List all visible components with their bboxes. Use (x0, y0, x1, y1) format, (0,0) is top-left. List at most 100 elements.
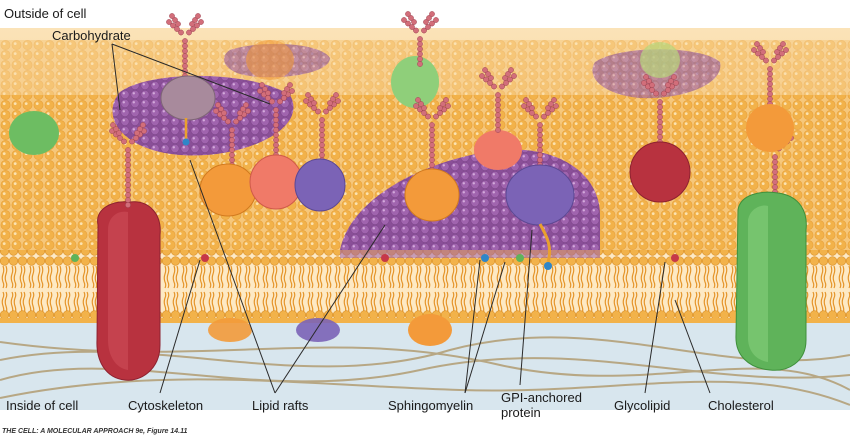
sugar-bead (213, 108, 219, 114)
label-cholesterol: Cholesterol (708, 398, 774, 413)
sugar-bead (495, 112, 501, 118)
sugar-bead (523, 97, 529, 103)
sugar-bead (215, 102, 221, 108)
sugar-bead (182, 58, 188, 64)
sugar-bead (771, 57, 777, 64)
sugar-bead (668, 78, 674, 84)
sugar-bead (495, 122, 501, 128)
sugar-bead (767, 71, 773, 77)
sugar-bead (545, 105, 551, 111)
sugar-bead (421, 27, 427, 34)
sugar-bead (429, 122, 435, 128)
sugar-bead (125, 162, 131, 168)
sugar-bead (405, 20, 411, 27)
sugar-bead (140, 122, 146, 128)
sugar-bead (229, 147, 235, 153)
sugar-bead (767, 96, 773, 102)
sugar-bead (182, 63, 188, 69)
sugar-bead (417, 56, 423, 62)
sugar-bead (311, 100, 317, 106)
leader-lines (111, 43, 711, 394)
sugar-bead (646, 78, 652, 84)
sugar-bead (417, 51, 423, 57)
sugar-bead (175, 21, 181, 27)
sugar-bead (429, 152, 435, 158)
sugar-bead (526, 101, 532, 107)
sugar-bead (125, 202, 131, 208)
sugar-bead (125, 177, 131, 183)
sugar-bead (511, 73, 517, 79)
sugar-bead (134, 130, 140, 136)
sugar-bead (482, 67, 488, 73)
label-outside-of-cell: Outside of cell (4, 6, 87, 21)
sugar-bead (437, 105, 443, 111)
sugar-bead (125, 187, 131, 193)
sugar-bead (277, 98, 283, 105)
sugar-bead (425, 24, 431, 30)
red-right-protein (629, 141, 691, 203)
sugar-bead (429, 132, 435, 138)
sugar-bead (425, 113, 431, 120)
sugar-bead (754, 41, 760, 47)
sugar-bead (657, 119, 663, 125)
sugar-bead (553, 103, 559, 109)
sugar-bead (780, 41, 786, 47)
sugar-bead (221, 110, 227, 116)
sugar-bead (413, 27, 419, 34)
sugar-bead (273, 122, 279, 128)
sugar-bead (273, 112, 279, 118)
sugar-bead (323, 108, 329, 115)
sugar-bead (491, 83, 497, 90)
sugar-bead (305, 92, 311, 98)
sugar-bead (751, 47, 757, 53)
sugar-bead (169, 13, 175, 19)
sugar-bead (772, 159, 778, 165)
sugar-bead (508, 67, 514, 73)
purple-raft-protein (294, 158, 346, 212)
sugar-bead (229, 132, 235, 138)
sugar-bead (533, 113, 539, 120)
sugar-bead (772, 184, 778, 190)
far-protein (246, 40, 294, 80)
sugar-bead (502, 75, 508, 81)
sugar-bead (479, 73, 485, 79)
sugar-bead (289, 88, 295, 94)
sugar-bead (262, 86, 268, 92)
sugar-bead (229, 152, 235, 158)
sugar-bead (303, 98, 309, 104)
sugar-bead (269, 98, 275, 105)
sugar-bead (229, 157, 235, 163)
sugar-bead (537, 147, 543, 153)
sugar-bead (445, 103, 451, 109)
sugar-bead (125, 182, 131, 188)
sugar-bead (259, 82, 265, 88)
sugar-bead (166, 19, 172, 25)
sugar-bead (529, 105, 535, 111)
sugar-bead (777, 45, 783, 51)
sugar-bead (229, 127, 235, 133)
sugar-bead (429, 137, 435, 143)
sugar-bead (772, 179, 778, 185)
sugar-bead (763, 57, 769, 64)
sugar-bead (229, 142, 235, 148)
sugar-bead (537, 132, 543, 138)
sugar-bead (233, 118, 239, 125)
sugar-bead (657, 124, 663, 130)
sugar-bead (551, 97, 557, 103)
sugar-bead (548, 101, 554, 107)
sugar-bead (537, 142, 543, 148)
gpi-anchor-icon (538, 223, 552, 263)
sugar-bead (218, 106, 224, 112)
label-glycolipid: Glycolipid (614, 398, 671, 413)
figure-caption: THE CELL: A MOLECULAR APPROACH 9e, Figur… (2, 428, 188, 435)
sugar-bead (783, 47, 789, 53)
sugar-bead (767, 76, 773, 82)
mauve-raft-protein (160, 75, 216, 121)
sugar-bead (657, 104, 663, 110)
sugar-bead (537, 152, 543, 158)
sugar-bead (125, 167, 131, 173)
salmon-small-protein (474, 130, 522, 170)
sugar-bead (537, 157, 543, 163)
sugar-bead (541, 113, 547, 120)
